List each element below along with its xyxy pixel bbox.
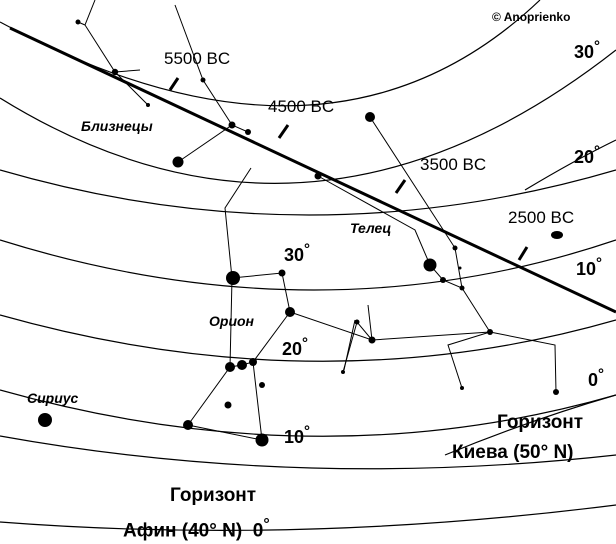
ecliptic-tick xyxy=(517,246,529,261)
gemini-lines xyxy=(114,69,141,73)
era-label-2500: 2500 BC xyxy=(508,208,575,227)
altitude-arc xyxy=(444,394,616,456)
orion-lines xyxy=(187,361,263,441)
orion-label: Орион xyxy=(209,313,255,329)
star xyxy=(146,103,150,107)
star-sirius xyxy=(38,413,52,427)
altitude-arc xyxy=(0,239,616,291)
taurus-lines xyxy=(447,331,491,389)
athens-altitude-30: 30° xyxy=(284,241,311,265)
altitude-arc xyxy=(0,169,616,216)
kiev-altitude-0: 0° xyxy=(588,366,605,390)
kiev-horizon-title: Горизонт xyxy=(497,412,584,433)
star xyxy=(278,269,286,277)
gemini-lines xyxy=(84,0,149,106)
kiev-altitude-30: 30° xyxy=(574,38,601,62)
star xyxy=(111,68,119,76)
constellation-lines xyxy=(77,0,557,441)
star xyxy=(460,386,464,390)
star-pollux xyxy=(172,156,184,168)
star-rigel xyxy=(255,433,269,447)
star xyxy=(458,266,462,270)
star xyxy=(200,77,206,83)
orion-lines xyxy=(224,167,374,373)
star xyxy=(440,277,446,283)
altitude-arcs xyxy=(0,0,616,531)
ecliptic-ticks xyxy=(168,77,529,261)
star xyxy=(75,19,81,25)
kiev-altitude-10: 10° xyxy=(576,255,603,279)
star xyxy=(225,362,235,372)
athens-altitude-10: 10° xyxy=(284,423,311,447)
star xyxy=(228,121,236,129)
ecliptic-tick xyxy=(277,124,290,139)
altitude-arc xyxy=(0,504,616,531)
star-aldebaran xyxy=(423,258,437,272)
star xyxy=(259,382,265,388)
star xyxy=(459,285,465,291)
gemini-label: Близнецы xyxy=(81,118,153,134)
athens-horizon-subtitle: Афин (40° N) 0° xyxy=(123,516,270,542)
orion-lines xyxy=(343,319,356,371)
star xyxy=(354,319,360,325)
star xyxy=(224,401,232,409)
altitude-arc xyxy=(0,49,616,184)
taurus-lines xyxy=(371,331,491,341)
orion-lines xyxy=(367,304,373,341)
kiev-altitude-20: 20° xyxy=(574,143,601,167)
star xyxy=(365,112,375,122)
ecliptic-line xyxy=(9,26,616,314)
taurus-label: Телец xyxy=(350,220,392,236)
pleiades-cluster xyxy=(551,231,563,239)
star xyxy=(183,420,193,430)
altitude-arc xyxy=(524,139,616,191)
athens-horizon-title: Горизонт xyxy=(170,485,257,506)
sirius-label: Сириус xyxy=(27,390,79,406)
athens-altitude-20: 20° xyxy=(282,335,309,359)
altitude-arc xyxy=(0,435,616,470)
star xyxy=(285,307,295,317)
altitude-arc xyxy=(0,0,541,107)
era-label-4500: 4500 BC xyxy=(268,97,335,116)
star xyxy=(368,336,376,344)
altitude-arc xyxy=(0,389,616,437)
copyright-label: © Anoprienko xyxy=(492,10,571,24)
star-betelgeuse xyxy=(226,271,240,285)
kiev-horizon-subtitle: Киева (50° N) xyxy=(452,442,574,463)
ecliptic-tick xyxy=(168,77,180,91)
stars xyxy=(38,19,563,447)
ecliptic-tick xyxy=(394,179,407,194)
era-label-5500: 5500 BC xyxy=(164,49,231,68)
taurus-lines xyxy=(317,175,491,333)
star xyxy=(452,245,458,251)
era-label-3500: 3500 BC xyxy=(420,155,487,174)
gemini-lines xyxy=(174,4,249,133)
gemini-lines xyxy=(177,124,233,163)
star xyxy=(341,370,345,374)
star xyxy=(249,358,257,366)
star xyxy=(553,389,559,395)
star xyxy=(237,360,247,370)
star xyxy=(245,129,251,135)
taurus-lines xyxy=(489,331,557,393)
star xyxy=(487,329,493,335)
star xyxy=(314,172,322,180)
